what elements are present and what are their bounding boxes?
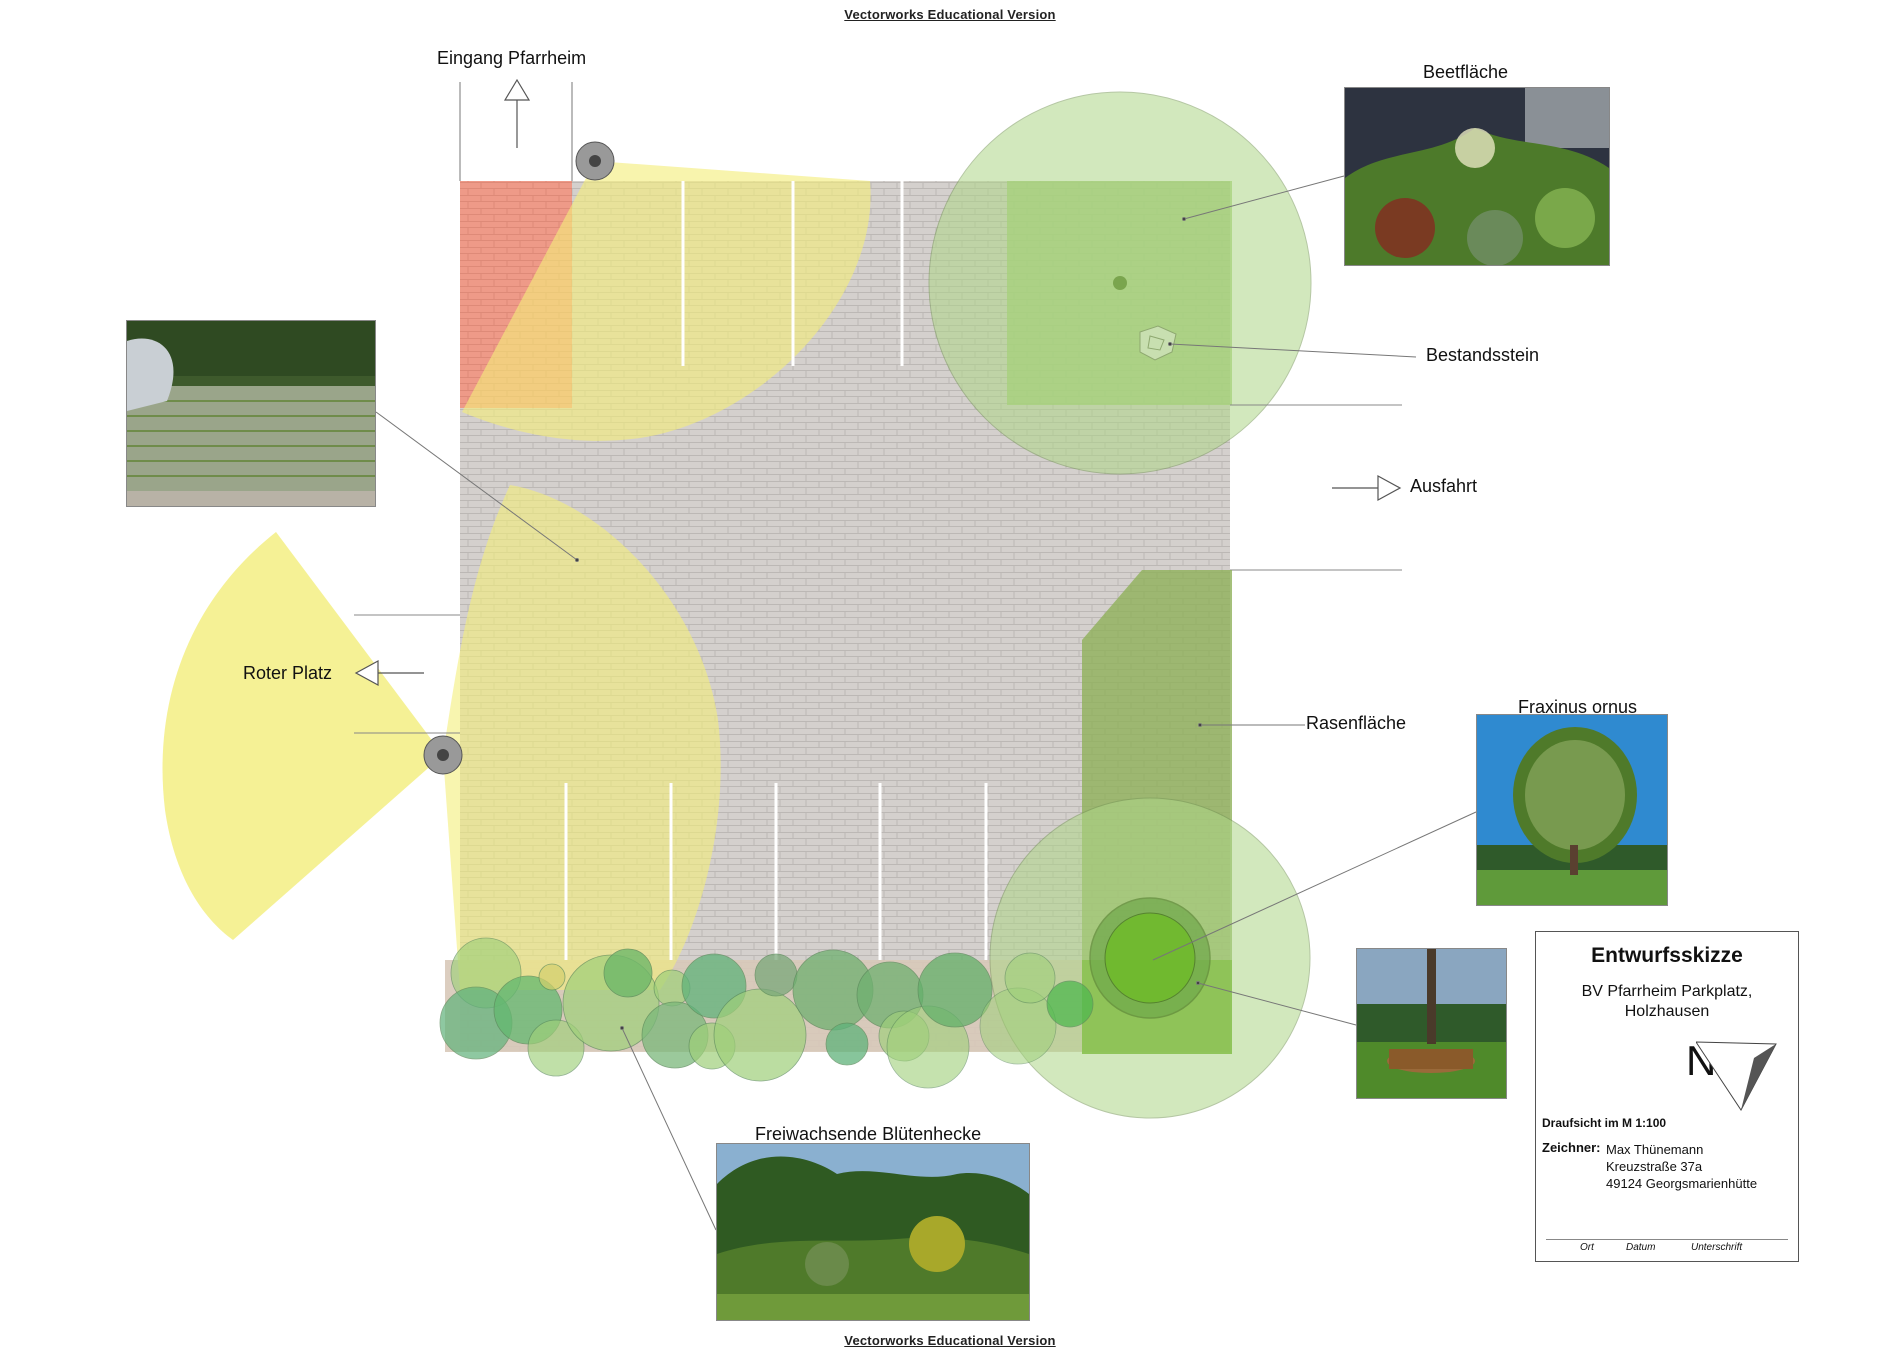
- flowering-hedge-photo: [716, 1143, 1030, 1321]
- title-block-title: Entwurfsskizze: [1591, 944, 1743, 967]
- sign-place: Ort: [1580, 1242, 1594, 1253]
- light-cone-left: [162, 532, 443, 940]
- title-block-drawer-label: Zeichner:: [1542, 1140, 1601, 1155]
- flower-bed-photo: [1344, 87, 1610, 266]
- watermark-top: Vectorworks Educational Version: [844, 7, 1056, 22]
- exit-arrow-icon: [1332, 474, 1402, 502]
- label-tree: Fraxinus ornus: [1518, 697, 1638, 717]
- watermark-bottom: Vectorworks Educational Version: [844, 1333, 1056, 1348]
- title-block: Entwurfsskizze BV Pfarrheim Parkplatz, H…: [1535, 931, 1799, 1262]
- red-square-arrow-icon: [354, 659, 424, 687]
- lamp-top: [575, 141, 615, 181]
- title-block-drawer: Max Thünemann Kreuzstraße 37a 49124 Geor…: [1606, 1142, 1758, 1191]
- light-cone-middle: [443, 485, 721, 990]
- entrance-arrow-icon: [503, 78, 531, 148]
- sign-date: Datum: [1626, 1242, 1656, 1253]
- lamp-left: [423, 735, 463, 775]
- hedge-shrubs: [439, 937, 1094, 1089]
- existing-stone: [1139, 325, 1177, 361]
- label-exit: Ausfahrt: [1410, 476, 1478, 496]
- tree-bench-photo: [1356, 948, 1507, 1099]
- label-lawn: Rasenfläche: [1306, 713, 1407, 733]
- title-block-scale: Draufsicht im M 1:100: [1542, 1116, 1667, 1130]
- signature-line: [1546, 1239, 1788, 1240]
- tree-trunk: [1104, 912, 1196, 1004]
- sign-signature: Unterschrift: [1691, 1242, 1743, 1253]
- light-cone-top: [462, 161, 871, 441]
- label-hedge: Freiwachsende Blütenhecke: [755, 1124, 982, 1144]
- title-block-project: BV Pfarrheim Parkplatz, Holzhausen: [1581, 983, 1753, 1020]
- label-bed-area: Beetfläche: [1423, 62, 1509, 82]
- label-entrance: Eingang Pfarrheim: [437, 48, 587, 68]
- label-stone: Bestandsstein: [1426, 345, 1540, 365]
- parking-pavers-photo: [126, 320, 376, 507]
- north-arrow-icon: [1696, 1041, 1777, 1111]
- fraxinus-ornus-tree-photo: [1476, 714, 1668, 906]
- label-red-square: Roter Platz: [243, 663, 333, 683]
